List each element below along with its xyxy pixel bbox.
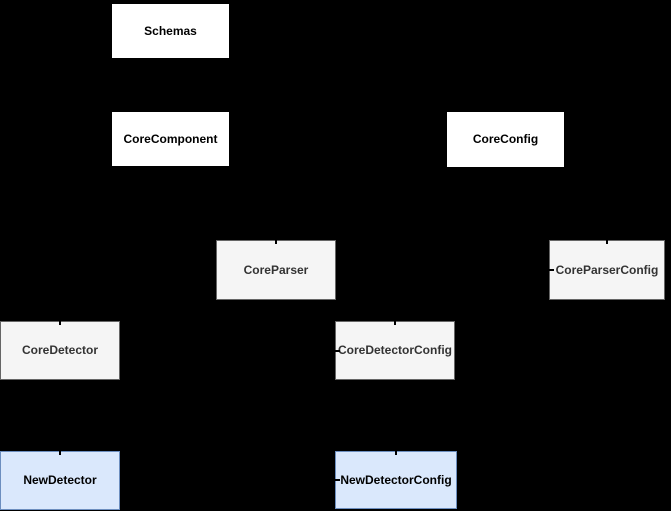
node-schemas-label: Schemas	[144, 23, 197, 38]
node-core-parser-label: CoreParser	[243, 262, 309, 277]
node-core-config-label: CoreConfig	[472, 132, 539, 147]
node-core-detector[interactable]: CoreDetector	[0, 321, 120, 380]
edge-connector-tick	[606, 240, 608, 244]
edge-connector-tick	[394, 321, 396, 325]
node-core-component[interactable]: CoreComponent	[111, 111, 230, 167]
edge-connector-tick	[59, 451, 61, 455]
edge-connector-tick	[549, 269, 554, 271]
node-core-parser-config[interactable]: CoreParserConfig	[549, 240, 665, 300]
node-new-detector-label: NewDetector	[23, 473, 97, 488]
node-core-detector-config-label: CoreDetectorConfig	[338, 343, 453, 358]
edge-connector-tick	[275, 240, 277, 244]
node-core-config[interactable]: CoreConfig	[446, 111, 565, 168]
edge-connector-tick	[59, 321, 61, 325]
node-core-parser[interactable]: CoreParser	[216, 240, 336, 300]
node-core-detector-config[interactable]: CoreDetectorConfig	[335, 321, 455, 380]
edge-connector-tick	[395, 451, 397, 455]
node-schemas[interactable]: Schemas	[111, 3, 230, 59]
edge-connector-tick	[335, 479, 340, 481]
node-new-detector-config[interactable]: NewDetectorConfig	[335, 451, 457, 509]
node-core-detector-label: CoreDetector	[21, 343, 99, 358]
node-new-detector-config-label: NewDetectorConfig	[340, 472, 452, 487]
node-core-parser-config-label: CoreParserConfig	[555, 262, 659, 277]
node-new-detector[interactable]: NewDetector	[0, 451, 120, 510]
edge-connector-tick	[335, 349, 340, 352]
node-core-component-label: CoreComponent	[123, 131, 218, 146]
